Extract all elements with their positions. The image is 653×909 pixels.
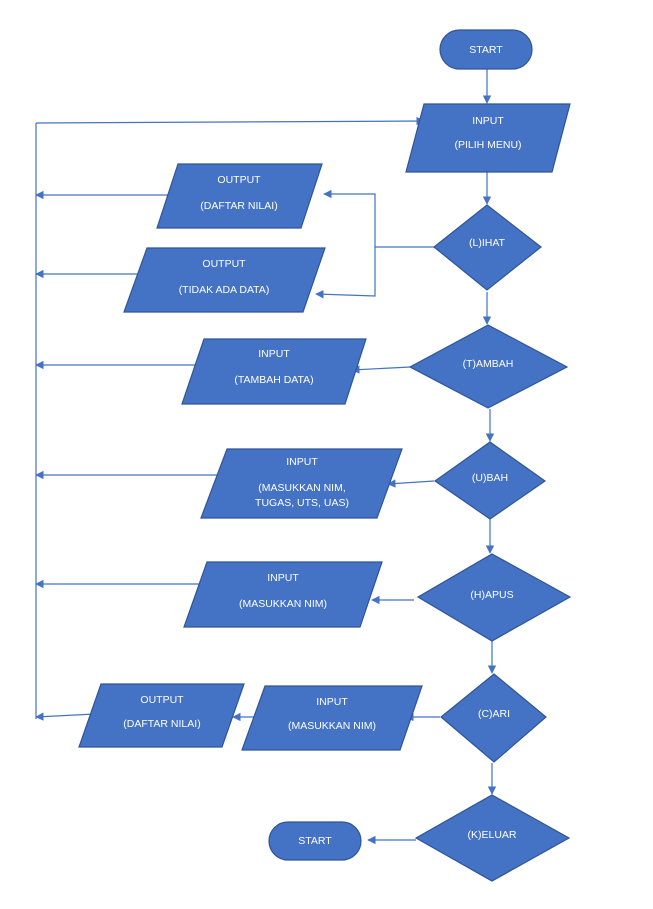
arrow-return-to-menu <box>35 116 425 126</box>
tambah-data-line2: (TAMBAH DATA) <box>234 374 313 386</box>
tambah-label: (T)AMBAH <box>463 358 514 370</box>
hapus-label: (H)APUS <box>470 589 513 601</box>
tidak-ada-data-line1: OUTPUT <box>202 258 246 270</box>
arrow-lihat-to-daftar-nilai <box>323 189 434 248</box>
daftar-nilai-output: OUTPUT (DAFTAR NILAI) <box>156 163 323 229</box>
start-terminator-top: START <box>439 29 533 70</box>
cari-label: (C)ARI <box>478 708 510 720</box>
connectors <box>35 69 497 845</box>
hapus-input: INPUT (MASUKKAN NIM) <box>183 561 383 628</box>
tidak-ada-data-output: OUTPUT (TIDAK ADA DATA) <box>123 247 326 313</box>
cari-input: INPUT (MASUKKAN NIM) <box>241 685 423 751</box>
menu-input-parallelogram: INPUT (PILIH MENU) <box>405 103 571 173</box>
hapus-input-line1: INPUT <box>267 572 299 584</box>
menu-input-line2: (PILIH MENU) <box>454 139 521 151</box>
cari-output-line1: OUTPUT <box>140 694 184 706</box>
lihat-label: (L)IHAT <box>469 237 506 249</box>
ubah-label: (U)BAH <box>472 472 508 484</box>
ubah-input-line3: TUGAS, UTS, UAS) <box>255 497 349 509</box>
start-top-label: START <box>469 44 503 56</box>
tambah-decision: (T)AMBAH <box>408 324 569 409</box>
cari-decision: (C)ARI <box>440 673 547 763</box>
hapus-input-line2: (MASUKKAN NIM) <box>239 598 327 610</box>
start-terminator-bottom: START <box>268 821 362 861</box>
tambah-data-input: INPUT (TAMBAH DATA) <box>181 338 367 405</box>
cari-input-line1: INPUT <box>316 696 348 708</box>
tambah-data-line1: INPUT <box>258 348 290 360</box>
ubah-input: INPUT (MASUKKAN NIM, TUGAS, UTS, UAS) <box>200 448 403 519</box>
start-bottom-label: START <box>298 835 332 847</box>
tidak-ada-data-line2: (TIDAK ADA DATA) <box>179 284 270 296</box>
ubah-input-line1: INPUT <box>286 456 318 468</box>
daftar-nilai-line2: (DAFTAR NILAI) <box>200 200 277 212</box>
keluar-decision: (K)ELUAR <box>414 794 571 882</box>
keluar-label: (K)ELUAR <box>467 829 516 841</box>
arrow-tambah-to-input <box>351 365 411 374</box>
cari-input-line2: (MASUKKAN NIM) <box>288 720 376 732</box>
arrow-cari-output-to-bus <box>35 712 96 721</box>
daftar-nilai-line1: OUTPUT <box>217 174 261 186</box>
menu-input-line1: INPUT <box>472 115 504 127</box>
lihat-decision: (L)IHAT <box>433 204 542 291</box>
ubah-input-line2: (MASUKKAN NIM, <box>258 482 346 494</box>
cari-output: OUTPUT (DAFTAR NILAI) <box>78 683 245 748</box>
arrow-ubah-to-input <box>387 479 435 488</box>
arrow-lihat-to-tidak-ada-data <box>315 247 376 299</box>
cari-output-line2: (DAFTAR NILAI) <box>123 718 200 730</box>
hapus-decision: (H)APUS <box>416 553 572 642</box>
ubah-decision: (U)BAH <box>433 441 547 520</box>
